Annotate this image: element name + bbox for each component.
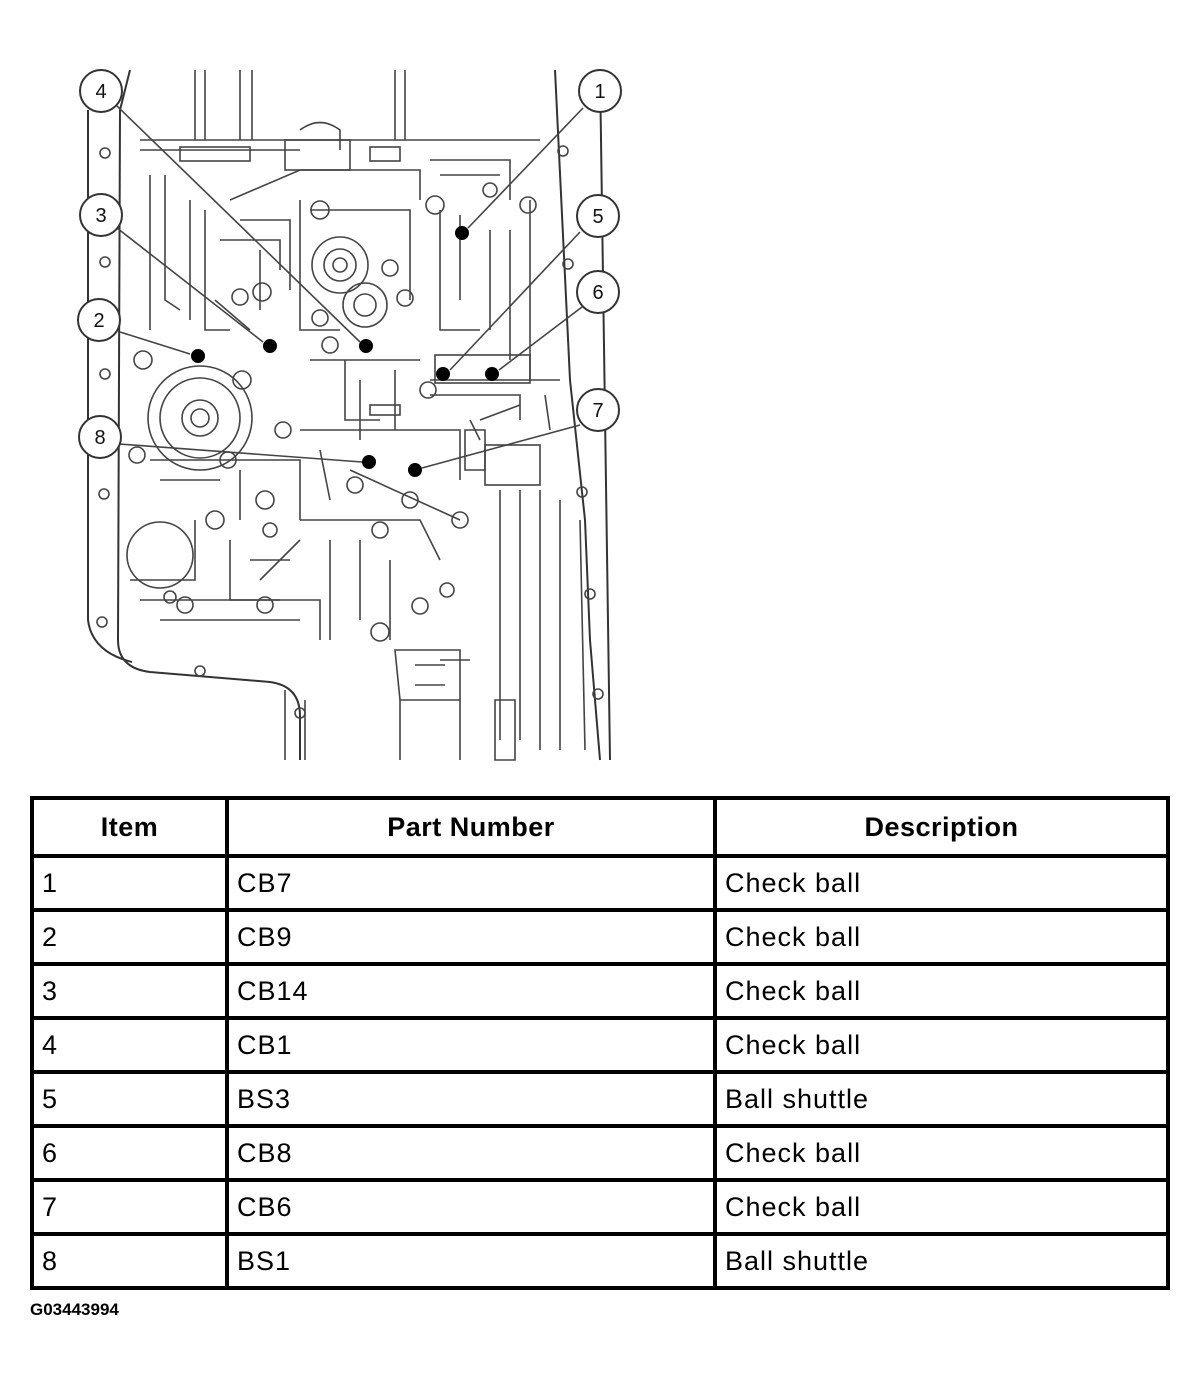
cell-description: Ball shuttle [713, 1070, 1170, 1128]
cell-description: Ball shuttle [713, 1232, 1170, 1290]
cell-item: 3 [30, 962, 229, 1020]
cell-item: 6 [30, 1124, 229, 1182]
cell-item: 5 [30, 1070, 229, 1128]
cell-part-number: BS3 [225, 1070, 717, 1128]
table-row: 1 CB7 Check ball [30, 854, 1170, 912]
cell-part-number: BS1 [225, 1232, 717, 1290]
cell-item: 2 [30, 908, 229, 966]
table-row: 7 CB6 Check ball [30, 1178, 1170, 1236]
header-item: Item [30, 796, 229, 858]
callout-2: 2 [77, 298, 121, 342]
callout-leaders [116, 105, 584, 469]
cell-part-number: CB7 [225, 854, 717, 912]
cell-part-number: CB9 [225, 908, 717, 966]
cell-description: Check ball [713, 854, 1170, 912]
cell-description: Check ball [713, 1178, 1170, 1236]
cell-item: 7 [30, 1178, 229, 1236]
cell-description: Check ball [713, 908, 1170, 966]
header-description: Description [713, 796, 1170, 858]
bolt-holes [96, 145, 604, 719]
gasket-edge-left [87, 110, 133, 663]
parts-table: Item Part Number Description 1 CB7 Check… [30, 796, 1170, 1290]
svg-text:7: 7 [592, 400, 603, 422]
cell-item: 1 [30, 854, 229, 912]
check-ball-markers [191, 226, 499, 477]
table-row: 3 CB14 Check ball [30, 962, 1170, 1020]
header-part-number: Part Number [225, 796, 717, 858]
callout-7: 7 [576, 388, 620, 432]
cell-part-number: CB8 [225, 1124, 717, 1182]
svg-text:5: 5 [592, 206, 603, 228]
callout-1: 1 [578, 69, 622, 113]
table-row: 6 CB8 Check ball [30, 1124, 1170, 1182]
table-header-row: Item Part Number Description [30, 796, 1170, 858]
svg-text:4: 4 [95, 81, 106, 103]
cell-part-number: CB6 [225, 1178, 717, 1236]
valve-body-diagram: 1 2 3 4 5 6 7 8 [77, 69, 622, 761]
table-row: 2 CB9 Check ball [30, 908, 1170, 966]
callout-4: 4 [79, 69, 123, 113]
svg-text:3: 3 [95, 205, 106, 227]
callout-6: 6 [576, 270, 620, 314]
cell-description: Check ball [713, 1124, 1170, 1182]
figure-id: G03443994 [30, 1300, 119, 1319]
svg-text:8: 8 [94, 427, 105, 449]
cell-part-number: CB1 [225, 1016, 717, 1074]
callout-3: 3 [79, 193, 123, 237]
valve-passages [126, 70, 586, 761]
callout-8: 8 [78, 415, 122, 459]
svg-text:1: 1 [594, 81, 605, 103]
cell-item: 8 [30, 1232, 229, 1290]
cell-part-number: CB14 [225, 962, 717, 1020]
valve-body-outline [116, 69, 301, 760]
table-row: 4 CB1 Check ball [30, 1016, 1170, 1074]
svg-text:2: 2 [93, 310, 104, 332]
callout-5: 5 [576, 194, 620, 238]
table-row: 5 BS3 Ball shuttle [30, 1070, 1170, 1128]
table-row: 8 BS1 Ball shuttle [30, 1232, 1170, 1290]
cell-description: Check ball [713, 1016, 1170, 1074]
cell-description: Check ball [713, 962, 1170, 1020]
cell-item: 4 [30, 1016, 229, 1074]
svg-text:6: 6 [592, 282, 603, 304]
gasket-edge-right [554, 69, 601, 761]
